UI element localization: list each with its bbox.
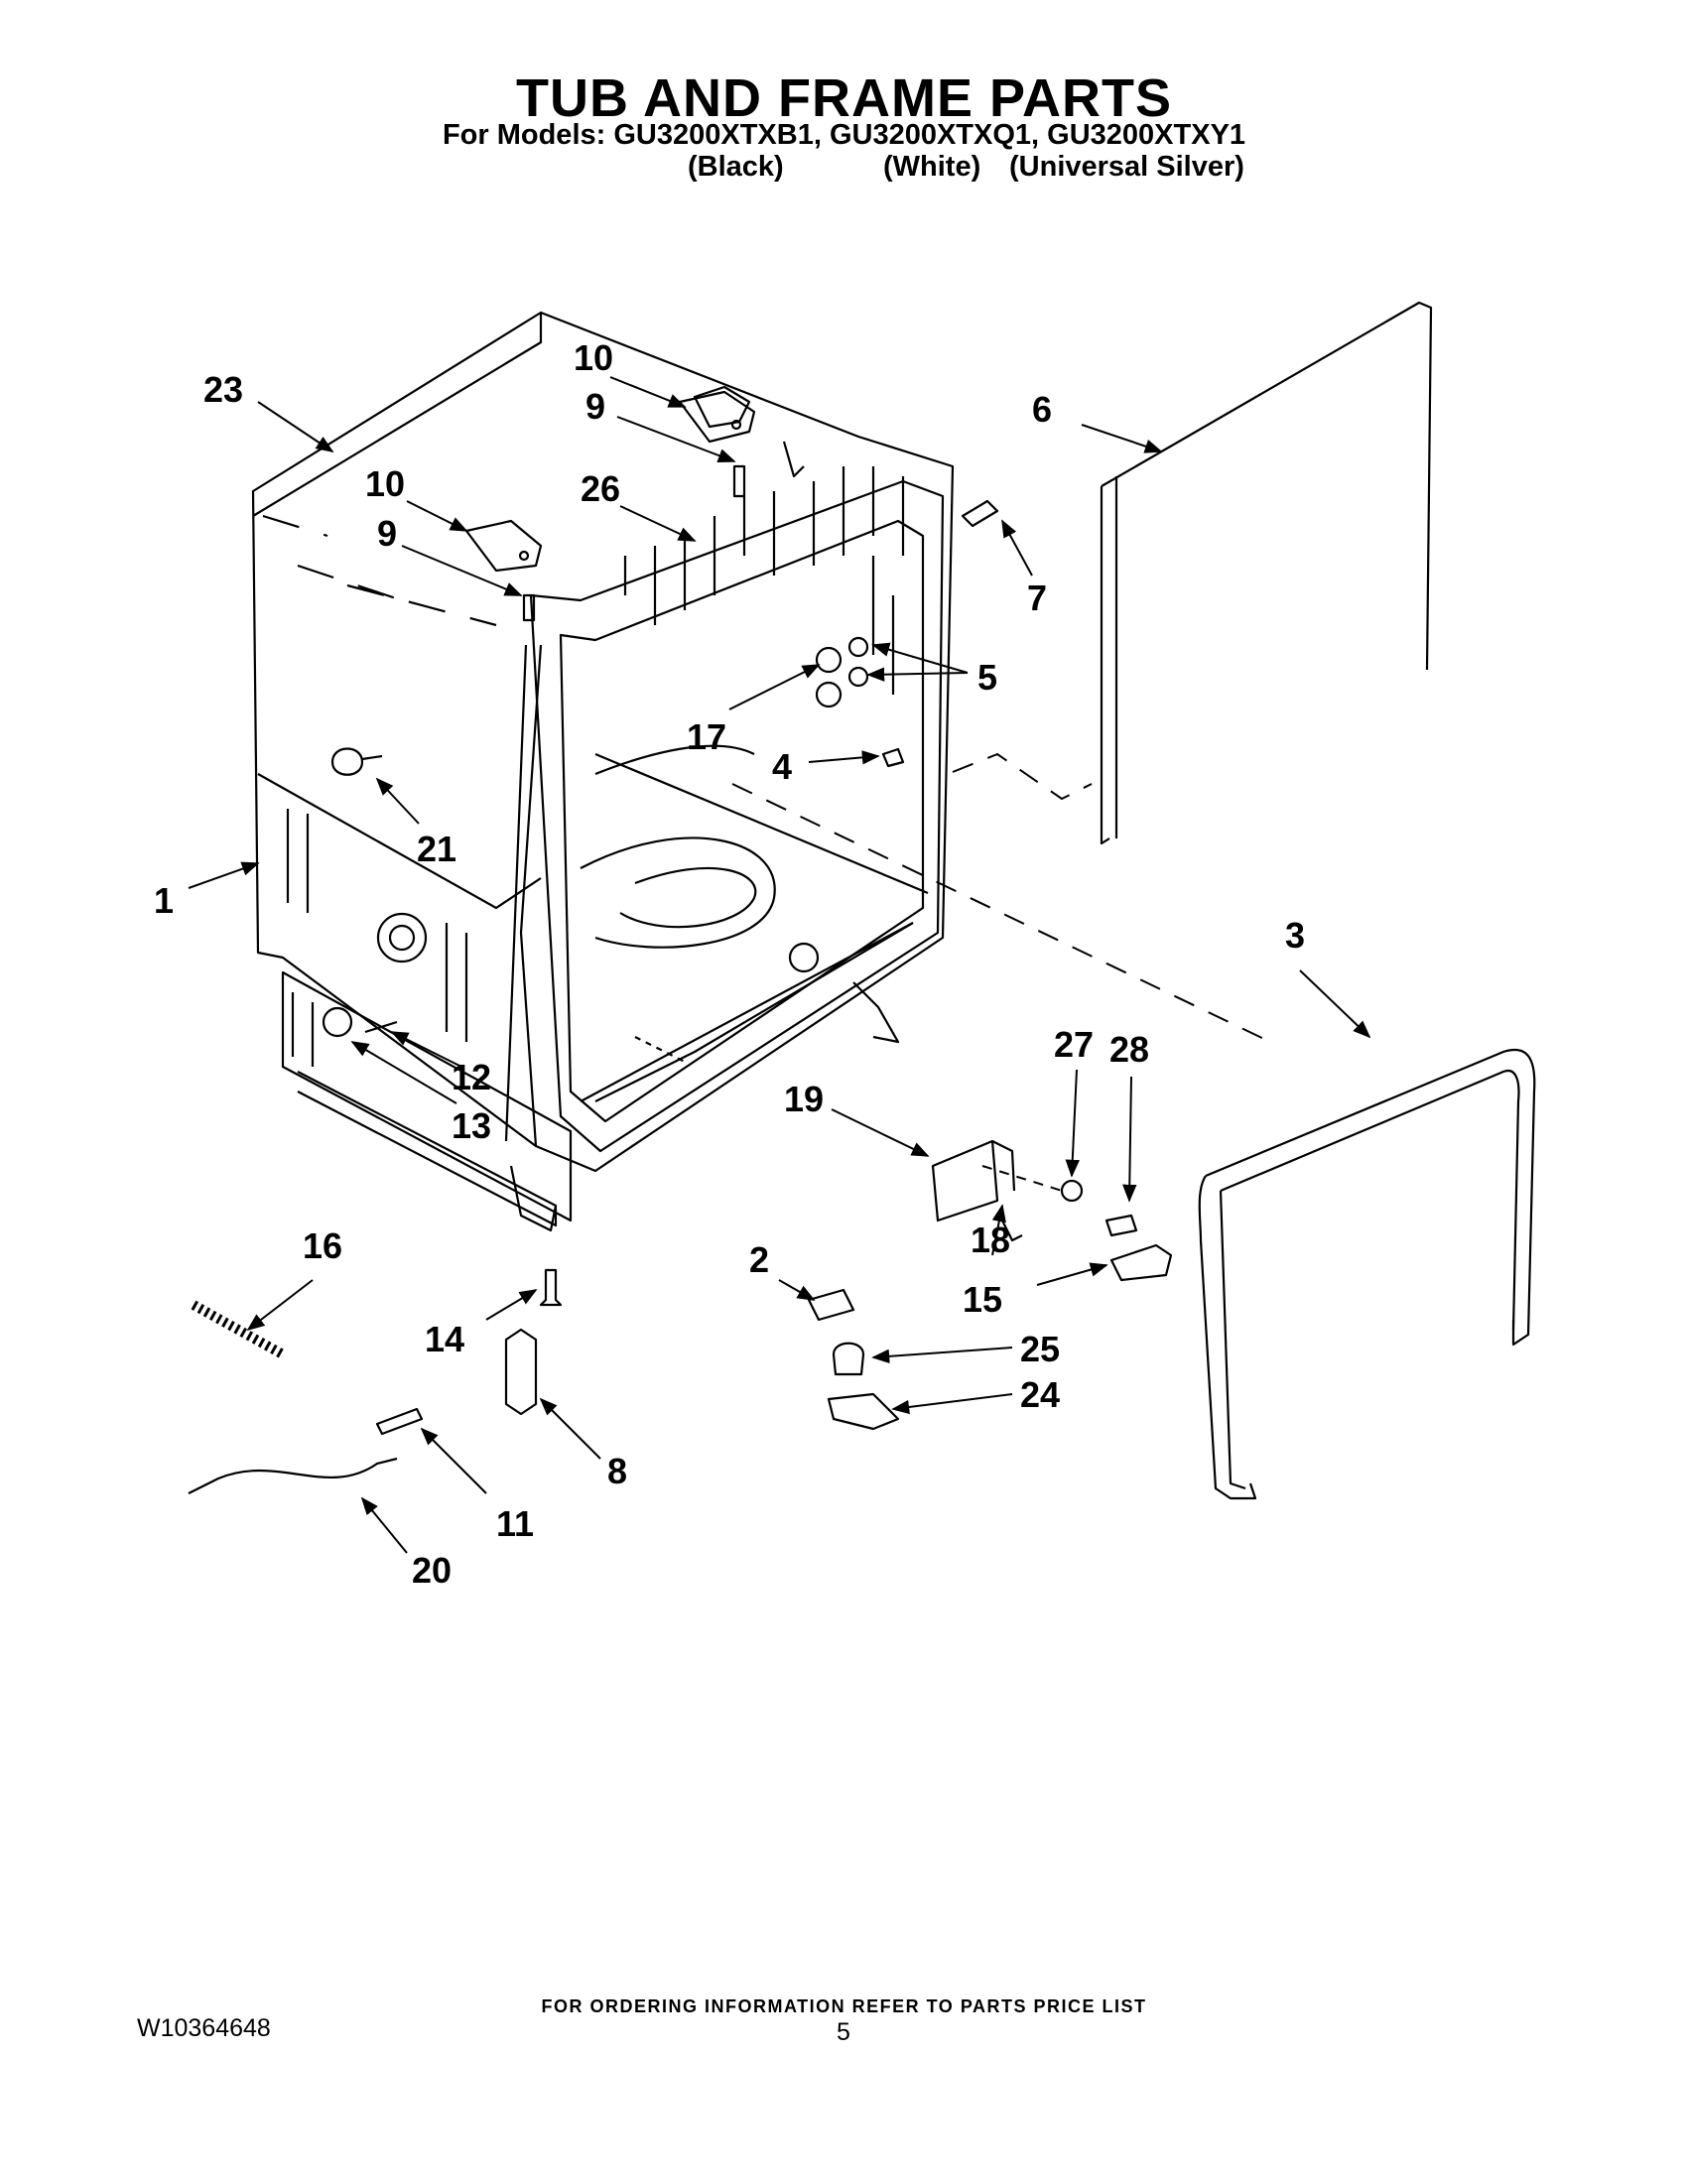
- callout-26: 26: [581, 468, 620, 509]
- callout-1: 1: [154, 880, 174, 921]
- ordering-note: FOR ORDERING INFORMATION REFER TO PARTS …: [541, 1996, 1147, 2016]
- screw-9-lower: [522, 593, 536, 622]
- document-number: W10364648: [137, 2014, 271, 2042]
- page-number: 5: [837, 2018, 850, 2046]
- bracket-24: [827, 1392, 900, 1431]
- callout-18: 18: [971, 1220, 1010, 1260]
- callout-13: 13: [452, 1105, 491, 1146]
- callout-25: 25: [1020, 1329, 1060, 1369]
- screw-7: [961, 499, 999, 528]
- callout-10b: 10: [365, 463, 405, 504]
- callout-9b: 9: [377, 513, 397, 554]
- variant-universal-silver: (Universal Silver): [1009, 151, 1244, 183]
- tub-assembly: [251, 311, 955, 1173]
- leader-lines: [188, 376, 1371, 1554]
- variant-white: (White): [883, 151, 981, 183]
- callout-15: 15: [963, 1279, 1002, 1320]
- base-frame: [281, 970, 900, 1232]
- leveler-14: [539, 1268, 563, 1307]
- callout-17: 17: [687, 716, 726, 757]
- callout-24: 24: [1020, 1374, 1060, 1415]
- page-title: TUB AND FRAME PARTS: [516, 68, 1172, 128]
- part-25: [832, 1342, 865, 1376]
- tub-gasket-3: [1198, 1049, 1536, 1500]
- callout-14: 14: [425, 1319, 464, 1359]
- door-gasket-6: [1100, 301, 1433, 845]
- hinge-bracket-10-upper: [678, 390, 756, 444]
- screw-28: [1104, 1214, 1138, 1237]
- callout-16: 16: [303, 1225, 342, 1266]
- hinge-bracket-10-lower: [464, 519, 543, 573]
- callout-6: 6: [1032, 389, 1052, 430]
- variant-black: (Black): [688, 151, 784, 183]
- callout-28: 28: [1109, 1029, 1149, 1070]
- part-15: [1109, 1243, 1173, 1282]
- callout-5: 5: [977, 657, 997, 698]
- part-4: [881, 747, 905, 768]
- screw-18: [1001, 1220, 1023, 1242]
- callout-7: 7: [1027, 578, 1047, 618]
- callout-8: 8: [607, 1451, 627, 1491]
- bracket-8: [504, 1328, 538, 1416]
- callout-21: 21: [417, 829, 456, 869]
- bracket-19: [931, 1139, 1016, 1222]
- part-12-13: [322, 1006, 398, 1038]
- callout-9a: 9: [585, 386, 605, 427]
- fastener-21: [330, 747, 383, 776]
- callout-3: 3: [1285, 915, 1305, 956]
- callout-19: 19: [784, 1079, 824, 1119]
- callout-27: 27: [1054, 1024, 1094, 1065]
- callout-4: 4: [772, 746, 792, 787]
- callout-10a: 10: [574, 337, 613, 378]
- screw-11: [375, 1407, 424, 1436]
- callout-2: 2: [749, 1239, 769, 1280]
- callout-23: 23: [203, 369, 243, 410]
- callout-11: 11: [496, 1503, 534, 1544]
- screw-9-upper: [732, 464, 746, 498]
- callout-20: 20: [412, 1550, 452, 1591]
- part-2: [807, 1288, 855, 1322]
- model-list: For Models: GU3200XTXB1, GU3200XTXQ1, GU…: [442, 119, 1246, 151]
- spring-16: [191, 1300, 286, 1359]
- washer-27: [1060, 1179, 1084, 1203]
- callout-labels: 23 10 9 10 9 26 6 7 5 17 4 21 1 3 27 28 …: [154, 337, 1305, 1591]
- wire-20: [188, 1457, 398, 1494]
- callout-12: 12: [452, 1057, 491, 1097]
